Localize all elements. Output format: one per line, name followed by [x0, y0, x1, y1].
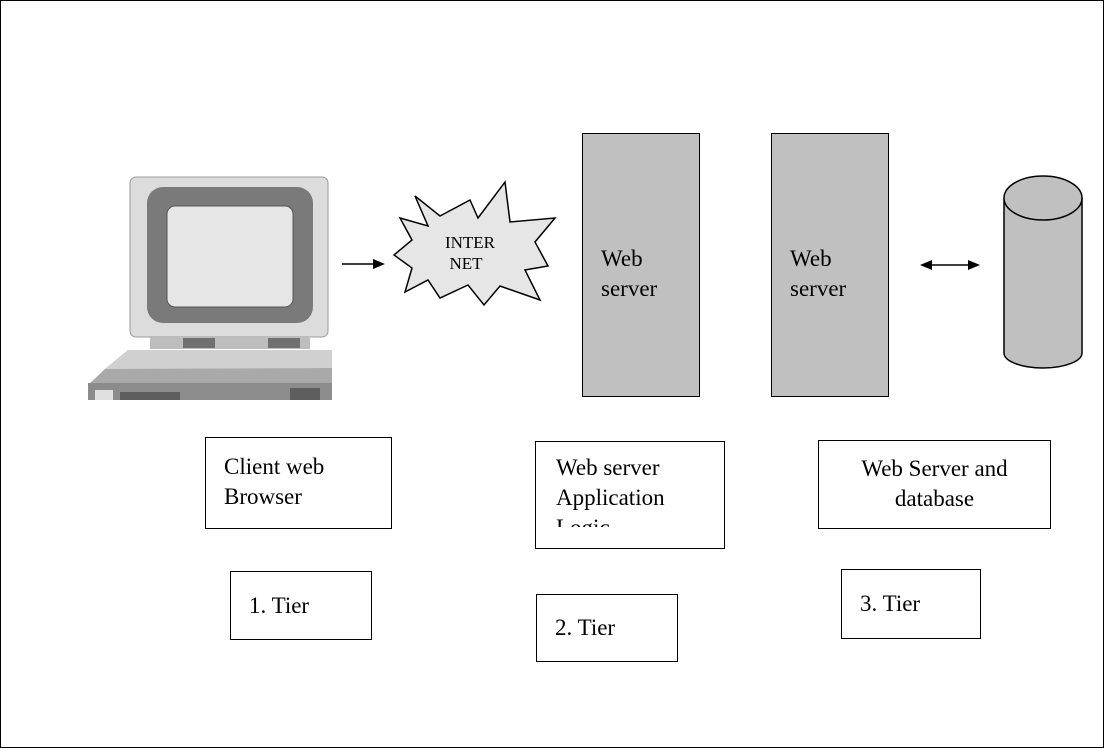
arrow-to-internet	[342, 259, 385, 269]
web-server-1: Web server	[582, 133, 700, 397]
tier-2-label: 2. Tier	[555, 615, 616, 640]
internet-label-line2: NET	[449, 254, 483, 273]
internet-label: INTER NET	[430, 232, 510, 274]
application-logic-box: Web server Application Logic	[535, 441, 725, 549]
client-browser-box: Client web Browser	[205, 437, 392, 529]
tier-3-box: 3. Tier	[841, 569, 981, 639]
application-logic-line2: Application	[556, 485, 665, 510]
internet-label-line1: INTER	[444, 233, 496, 252]
tier-2-box: 2. Tier	[536, 594, 678, 662]
internet-burst-shape	[392, 180, 557, 307]
web-server-2: Web server	[771, 133, 889, 397]
client-browser-line1: Client web	[224, 454, 325, 479]
tier-3-label: 3. Tier	[860, 591, 921, 616]
server-database-box: Web Server and database	[818, 440, 1051, 529]
server-database-line1: Web Server and	[861, 456, 1008, 481]
web-server-2-line2: server	[790, 276, 847, 301]
client-browser-line2: Browser	[224, 484, 302, 509]
application-logic-line3: Logic	[556, 513, 724, 527]
computer-icon	[88, 176, 332, 400]
double-arrow	[920, 260, 980, 270]
server-database-line2: database	[894, 486, 975, 511]
database-icon	[1003, 175, 1083, 369]
web-server-1-line2: server	[601, 276, 658, 301]
tier-1-box: 1. Tier	[230, 571, 372, 640]
web-server-1-line1: Web	[601, 246, 643, 271]
tier-1-label: 1. Tier	[249, 593, 310, 618]
application-logic-line1: Web server	[556, 455, 660, 480]
web-server-2-line1: Web	[790, 246, 832, 271]
